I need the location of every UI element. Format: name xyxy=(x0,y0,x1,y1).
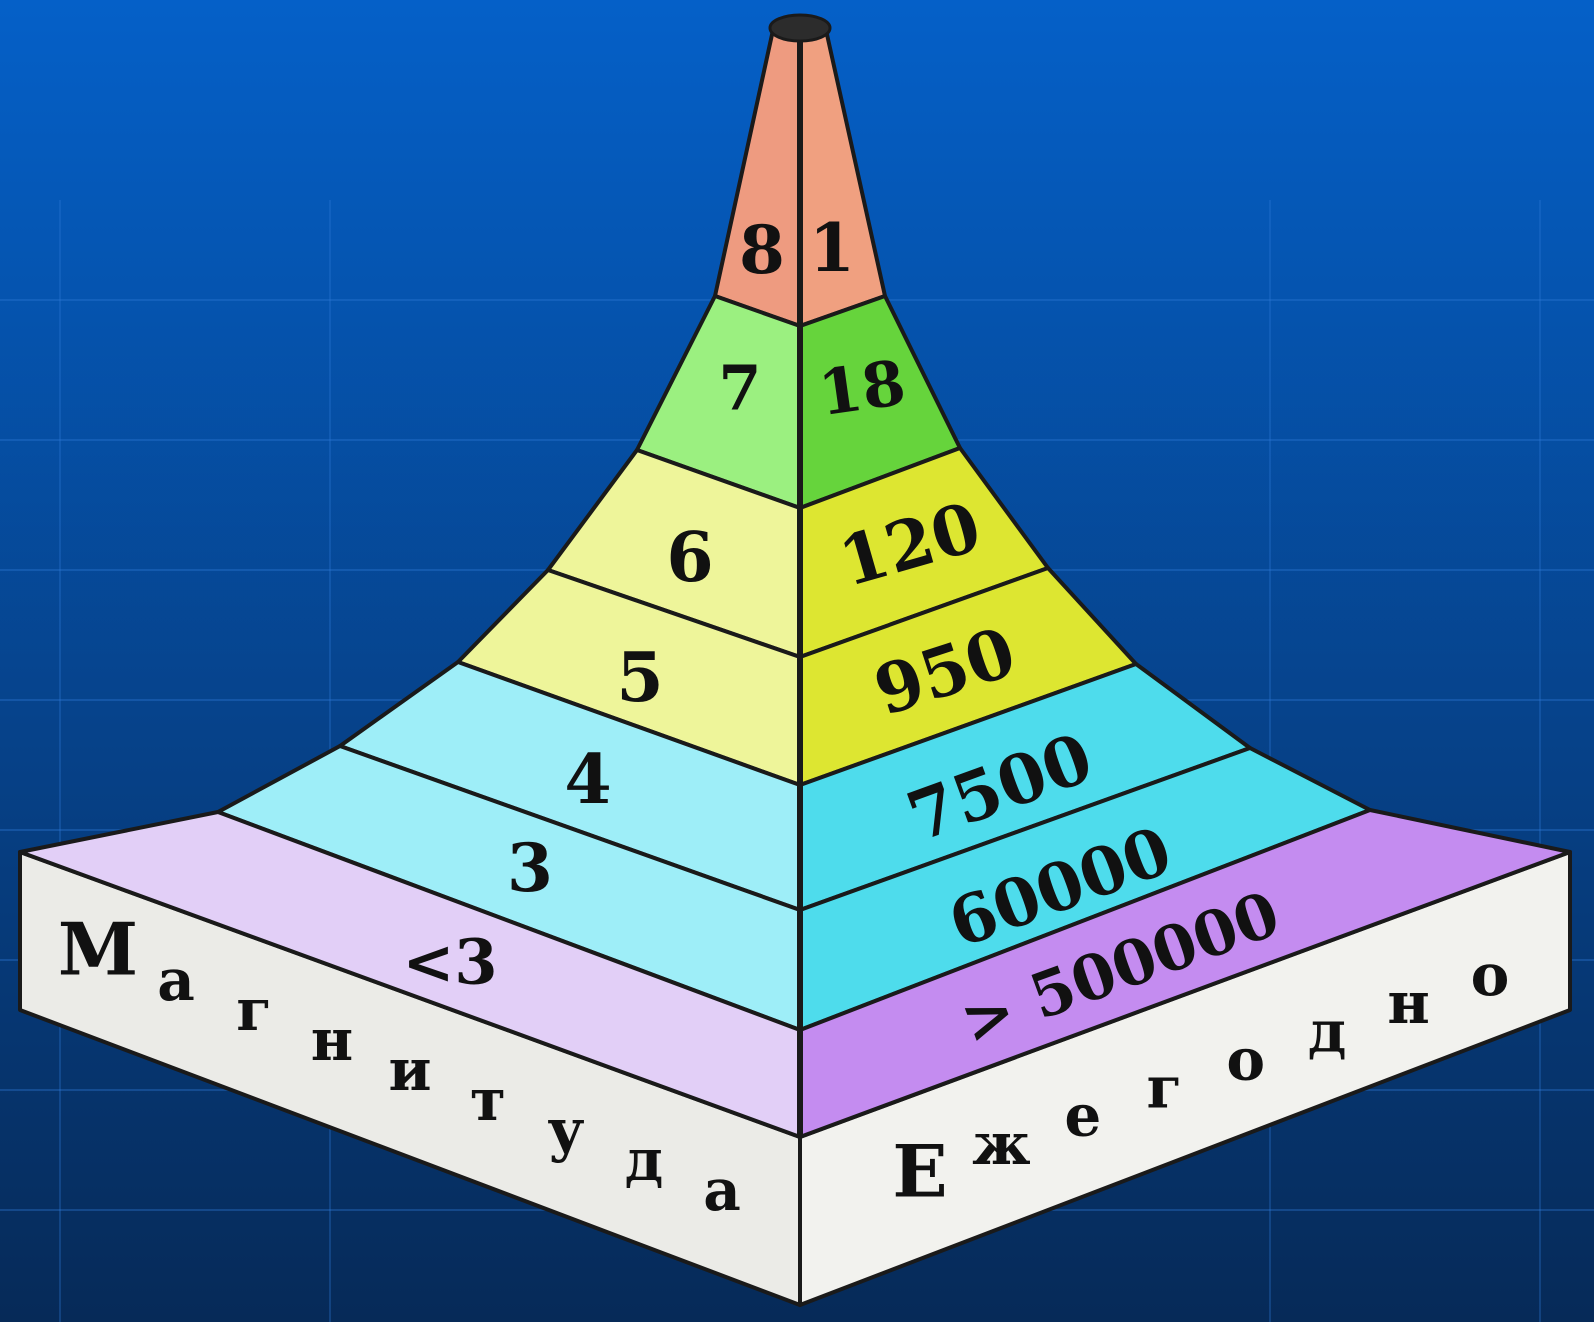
per-year-header-letter: Е xyxy=(892,1130,947,1215)
magnitude-label-5: 4 xyxy=(564,740,611,820)
magnitude-header-letter: у xyxy=(547,1096,584,1164)
magnitude-header-letter: М xyxy=(58,908,138,993)
magnitude-label-1: 8 xyxy=(739,211,785,289)
per-year-header-letter: д xyxy=(1308,997,1347,1065)
magnitude-label-7: <3 xyxy=(402,926,497,999)
per-year-header-letter: о xyxy=(1226,1025,1265,1093)
pyramid-tip xyxy=(770,15,830,41)
per-year-header-letter: г xyxy=(1147,1054,1183,1122)
magnitude-header-letter: т xyxy=(470,1066,506,1134)
per-year-header-letter: ж xyxy=(972,1110,1031,1178)
magnitude-header-letter: н xyxy=(311,1006,353,1074)
magnitude-label-6: 3 xyxy=(507,829,553,907)
magnitude-label-4: 5 xyxy=(616,638,663,718)
per-year-label-2: 18 xyxy=(814,346,910,430)
per-year-label-1: 1 xyxy=(809,209,855,287)
magnitude-header-letter: а xyxy=(157,946,195,1014)
magnitude-label-3: 6 xyxy=(666,518,713,598)
magnitude-header-letter: д xyxy=(625,1126,664,1194)
per-year-header-letter: е xyxy=(1064,1082,1101,1150)
magnitude-label-2: 7 xyxy=(718,352,761,425)
tip-cap xyxy=(770,15,830,41)
per-year-header-letter: н xyxy=(1387,969,1429,1037)
magnitude-header-letter: а xyxy=(703,1156,741,1224)
per-year-header-letter: о xyxy=(1471,941,1510,1009)
magnitude-header-letter: и xyxy=(388,1036,431,1104)
magnitude-header-letter: г xyxy=(236,976,272,1044)
